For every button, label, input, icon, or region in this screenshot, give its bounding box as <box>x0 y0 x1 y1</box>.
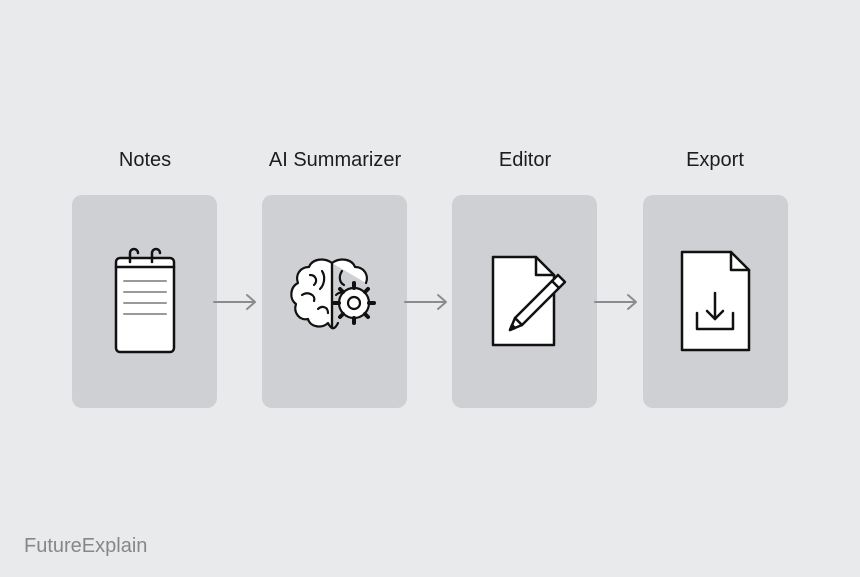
document-pencil-icon <box>491 255 567 347</box>
brand-logo-text: FutureExplain <box>24 535 148 557</box>
step-card-export <box>643 195 788 408</box>
step-label-notes: Notes <box>118 149 172 171</box>
step-card-notes <box>72 195 217 408</box>
notepad-icon <box>114 247 176 354</box>
step-label-editor: Editor <box>498 149 552 171</box>
step-label-export: Export <box>686 149 744 171</box>
download-file-icon <box>680 250 751 352</box>
arrow-right-icon <box>594 294 637 310</box>
brain-gear-icon <box>290 258 376 330</box>
arrow-right-icon <box>213 294 256 310</box>
step-card-editor <box>452 195 597 408</box>
arrow-right-icon <box>404 294 447 310</box>
step-label-ai-summarizer: AI Summarizer <box>268 149 402 171</box>
step-card-ai-summarizer <box>262 195 407 408</box>
